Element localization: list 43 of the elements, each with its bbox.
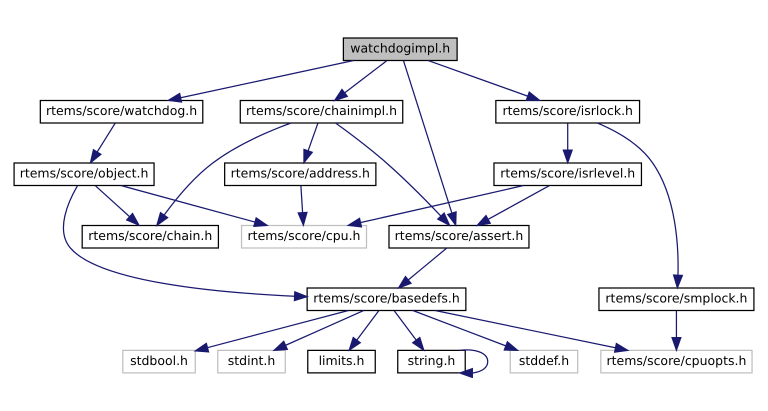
arrow — [303, 123, 318, 164]
arrow — [166, 60, 354, 103]
node-box: rtems/score/assert.h — [388, 224, 530, 249]
arrow — [428, 60, 542, 102]
arrow — [394, 310, 425, 352]
arrow — [90, 123, 116, 164]
node-box: rtems/score/isrlevel.h — [493, 162, 642, 186]
node-box: rtems/score/isrlock.h — [495, 100, 640, 124]
arrow — [346, 184, 524, 228]
arrow — [62, 185, 309, 302]
node-box: rtems/score/address.h — [224, 162, 376, 186]
arrow — [671, 310, 682, 352]
node-box: rtems/score/smplock.h — [598, 287, 755, 312]
arrow — [194, 310, 349, 353]
node-box: rtems/score/cpu.h — [240, 224, 368, 249]
arrow — [120, 184, 269, 227]
arrow — [272, 310, 364, 352]
arrow — [156, 122, 292, 227]
node-box: string.h — [397, 350, 466, 374]
arrow — [297, 186, 308, 228]
node-box: limits.h — [307, 350, 376, 374]
arrow — [412, 310, 520, 352]
node-box: rtems/score/basedefs.h — [306, 287, 466, 312]
node-box: stdbool.h — [122, 350, 196, 374]
node-box: stddef.h — [510, 350, 578, 374]
arrow — [434, 310, 630, 353]
node-box: stdint.h — [217, 350, 286, 374]
node-box: rtems/score/cpuopts.h — [600, 350, 753, 374]
node-box: rtems/score/chain.h — [82, 224, 220, 249]
arrow — [348, 310, 380, 352]
arrow — [562, 123, 573, 165]
arrow — [397, 248, 448, 290]
arrow — [336, 122, 451, 227]
arrow — [333, 60, 388, 102]
arrow — [458, 349, 488, 378]
node-box: rtems/score/watchdog.h — [40, 100, 204, 124]
arrow — [402, 60, 457, 227]
node-box: rtems/score/chainimpl.h — [240, 100, 404, 124]
arrow — [476, 185, 550, 226]
node-box: watchdogimpl.h — [342, 37, 458, 62]
arrow — [597, 122, 684, 290]
node-box: rtems/score/object.h — [13, 162, 155, 186]
arrow — [95, 185, 140, 226]
